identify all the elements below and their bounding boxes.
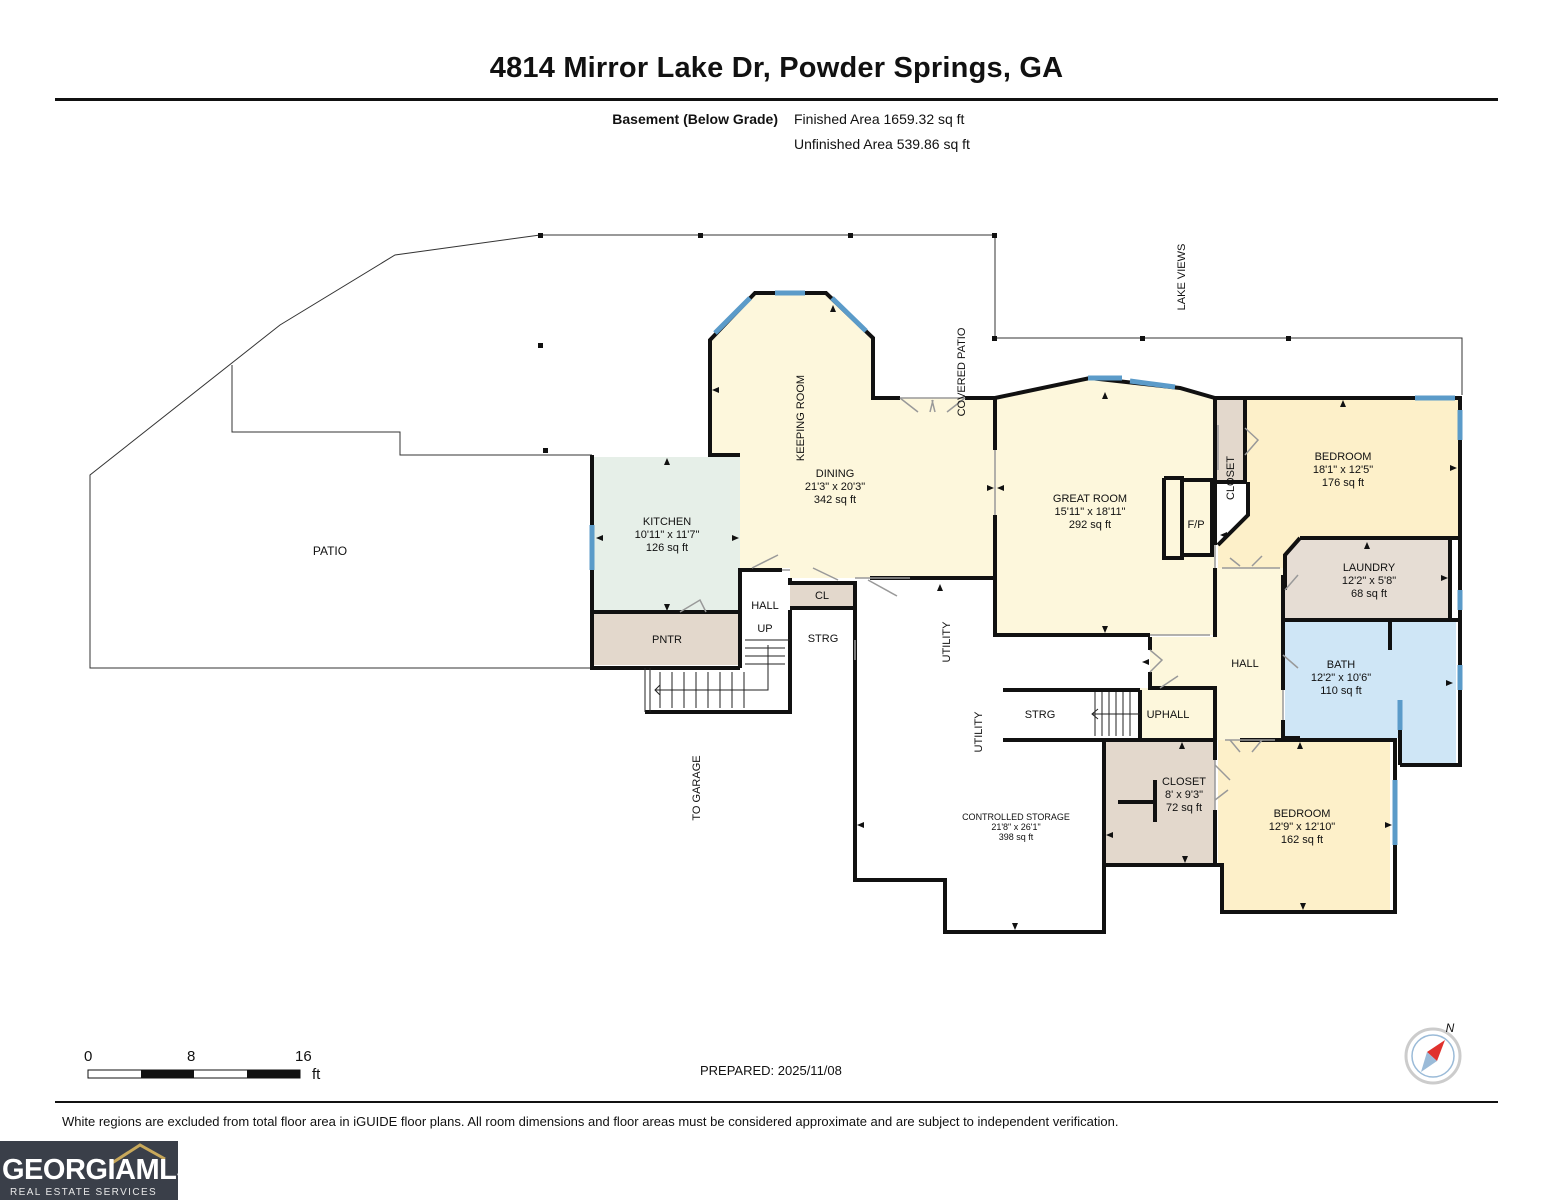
up-label: UP [757,623,772,635]
prepared-date: PREPARED: 2025/11/08 [700,1063,842,1078]
great-room-name: GREAT ROOM [1053,493,1127,505]
bedroom-2-fill [1218,740,1390,912]
strg-left-label: STRG [808,633,839,645]
laundry-dims: 12'2" x 5'8" [1342,575,1396,587]
bath-area: 110 sq ft [1320,685,1361,697]
bedroom-1-name: BEDROOM [1315,451,1372,463]
dining-area: 342 sq ft [814,494,856,506]
great-room-area: 292 sq ft [1069,519,1111,531]
unfinished-area: Unfinished Area 539.86 sq ft [794,136,970,152]
compass-north: N [1446,1021,1455,1035]
strg-mid-label: STRG [1025,709,1056,721]
controlled-storage-area: 398 sq ft [999,832,1034,842]
closet-2-dims: 8' x 9'3" [1165,789,1203,801]
hall-right-label: HALL [1231,658,1259,670]
bedroom-2-area: 162 sq ft [1281,834,1323,846]
closet-1-label: CLOSET [1225,456,1237,500]
pantry-fill [594,614,740,665]
stairs-mid [1091,692,1140,736]
hall-fill [1150,568,1283,740]
scale-bar [87,1069,301,1079]
level-label: Basement (Below Grade) [612,111,778,127]
windows [589,290,1463,845]
bedroom-1-fill [1218,398,1458,568]
dining-fill [710,293,995,578]
patio-posts [538,233,1291,453]
stairs-left [644,639,790,712]
covered-patio-label: COVERED PATIO [956,327,968,416]
disclaimer-text: White regions are excluded from total fl… [62,1114,1119,1129]
patio-label: PATIO [313,544,347,558]
bath-dims: 12'2" x 10'6" [1311,672,1371,684]
walls [590,291,1462,934]
finished-area: Finished Area 1659.32 sq ft [794,111,965,127]
controlled-storage-name: CONTROLLED STORAGE [962,812,1070,822]
utility-1-label: UTILITY [941,621,953,663]
logo-subtitle: REAL ESTATE SERVICES [10,1187,158,1198]
patio-outline [89,234,1463,669]
utility-2-label: UTILITY [973,711,985,753]
kitchen-name: KITCHEN [643,516,691,528]
uphall-label: UPHALL [1147,709,1190,721]
logo-roof-icon [111,1143,166,1165]
room-labels: PATIO KITCHEN 10'11" x 11'7" 126 sq ft K… [313,244,1396,846]
laundry-name: LAUNDRY [1343,562,1396,574]
dimension-ticks [596,305,1457,930]
lake-views-label: LAKE VIEWS [1176,244,1188,311]
bedroom-2-dims: 12'9" x 12'10" [1269,821,1336,833]
dining-name: DINING [816,468,855,480]
doors [679,397,1299,810]
georgiamls-logo: GEORGIAMLS REAL ESTATE SERVICES [0,1141,196,1200]
keeping-room-label: KEEPING ROOM [795,375,807,461]
page-title: 4814 Mirror Lake Dr, Powder Springs, GA [489,52,1064,84]
hall-left-label: HALL [751,600,779,612]
footer-rule [55,1101,1498,1103]
closet-2-area: 72 sq ft [1166,802,1202,814]
kitchen-fill [594,457,740,612]
bedroom-1-dims: 18'1" x 12'5" [1313,464,1373,476]
scale-label-0: 0 [84,1048,93,1065]
scale-label-8: 8 [187,1048,196,1065]
compass-icon: N [1404,1021,1462,1085]
laundry-area: 68 sq ft [1351,588,1387,600]
great-room-dims: 15'11" x 18'11" [1055,506,1126,518]
pantry-label: PNTR [652,634,682,646]
great-room-fill [995,378,1215,635]
uphall-fill [1140,688,1215,738]
closet-2-fill [1104,740,1215,865]
closet-2-name: CLOSET [1162,776,1206,788]
bedroom-2-name: BEDROOM [1274,808,1331,820]
bath-fill [1285,622,1456,765]
kitchen-area: 126 sq ft [646,542,688,554]
cl-label: CL [815,590,829,602]
bath-name: BATH [1327,659,1356,671]
to-garage-label: TO GARAGE [691,755,703,820]
controlled-storage-dims: 21'8" x 26'1" [991,822,1040,832]
scale-unit: ft [312,1066,321,1083]
closet-1-fill [1215,398,1245,482]
laundry-fill [1285,540,1450,618]
title-rule [55,98,1498,101]
fireplace-label: F/P [1187,519,1204,531]
bedroom-1-area: 176 sq ft [1322,477,1364,489]
logo-word: GEORGIAMLS [2,1154,196,1186]
room-fills [594,293,1458,912]
scale-label-16: 16 [295,1048,312,1065]
cl-fill [790,583,855,608]
dining-dims: 21'3" x 20'3" [805,481,865,493]
kitchen-dims: 10'11" x 11'7" [635,529,700,541]
